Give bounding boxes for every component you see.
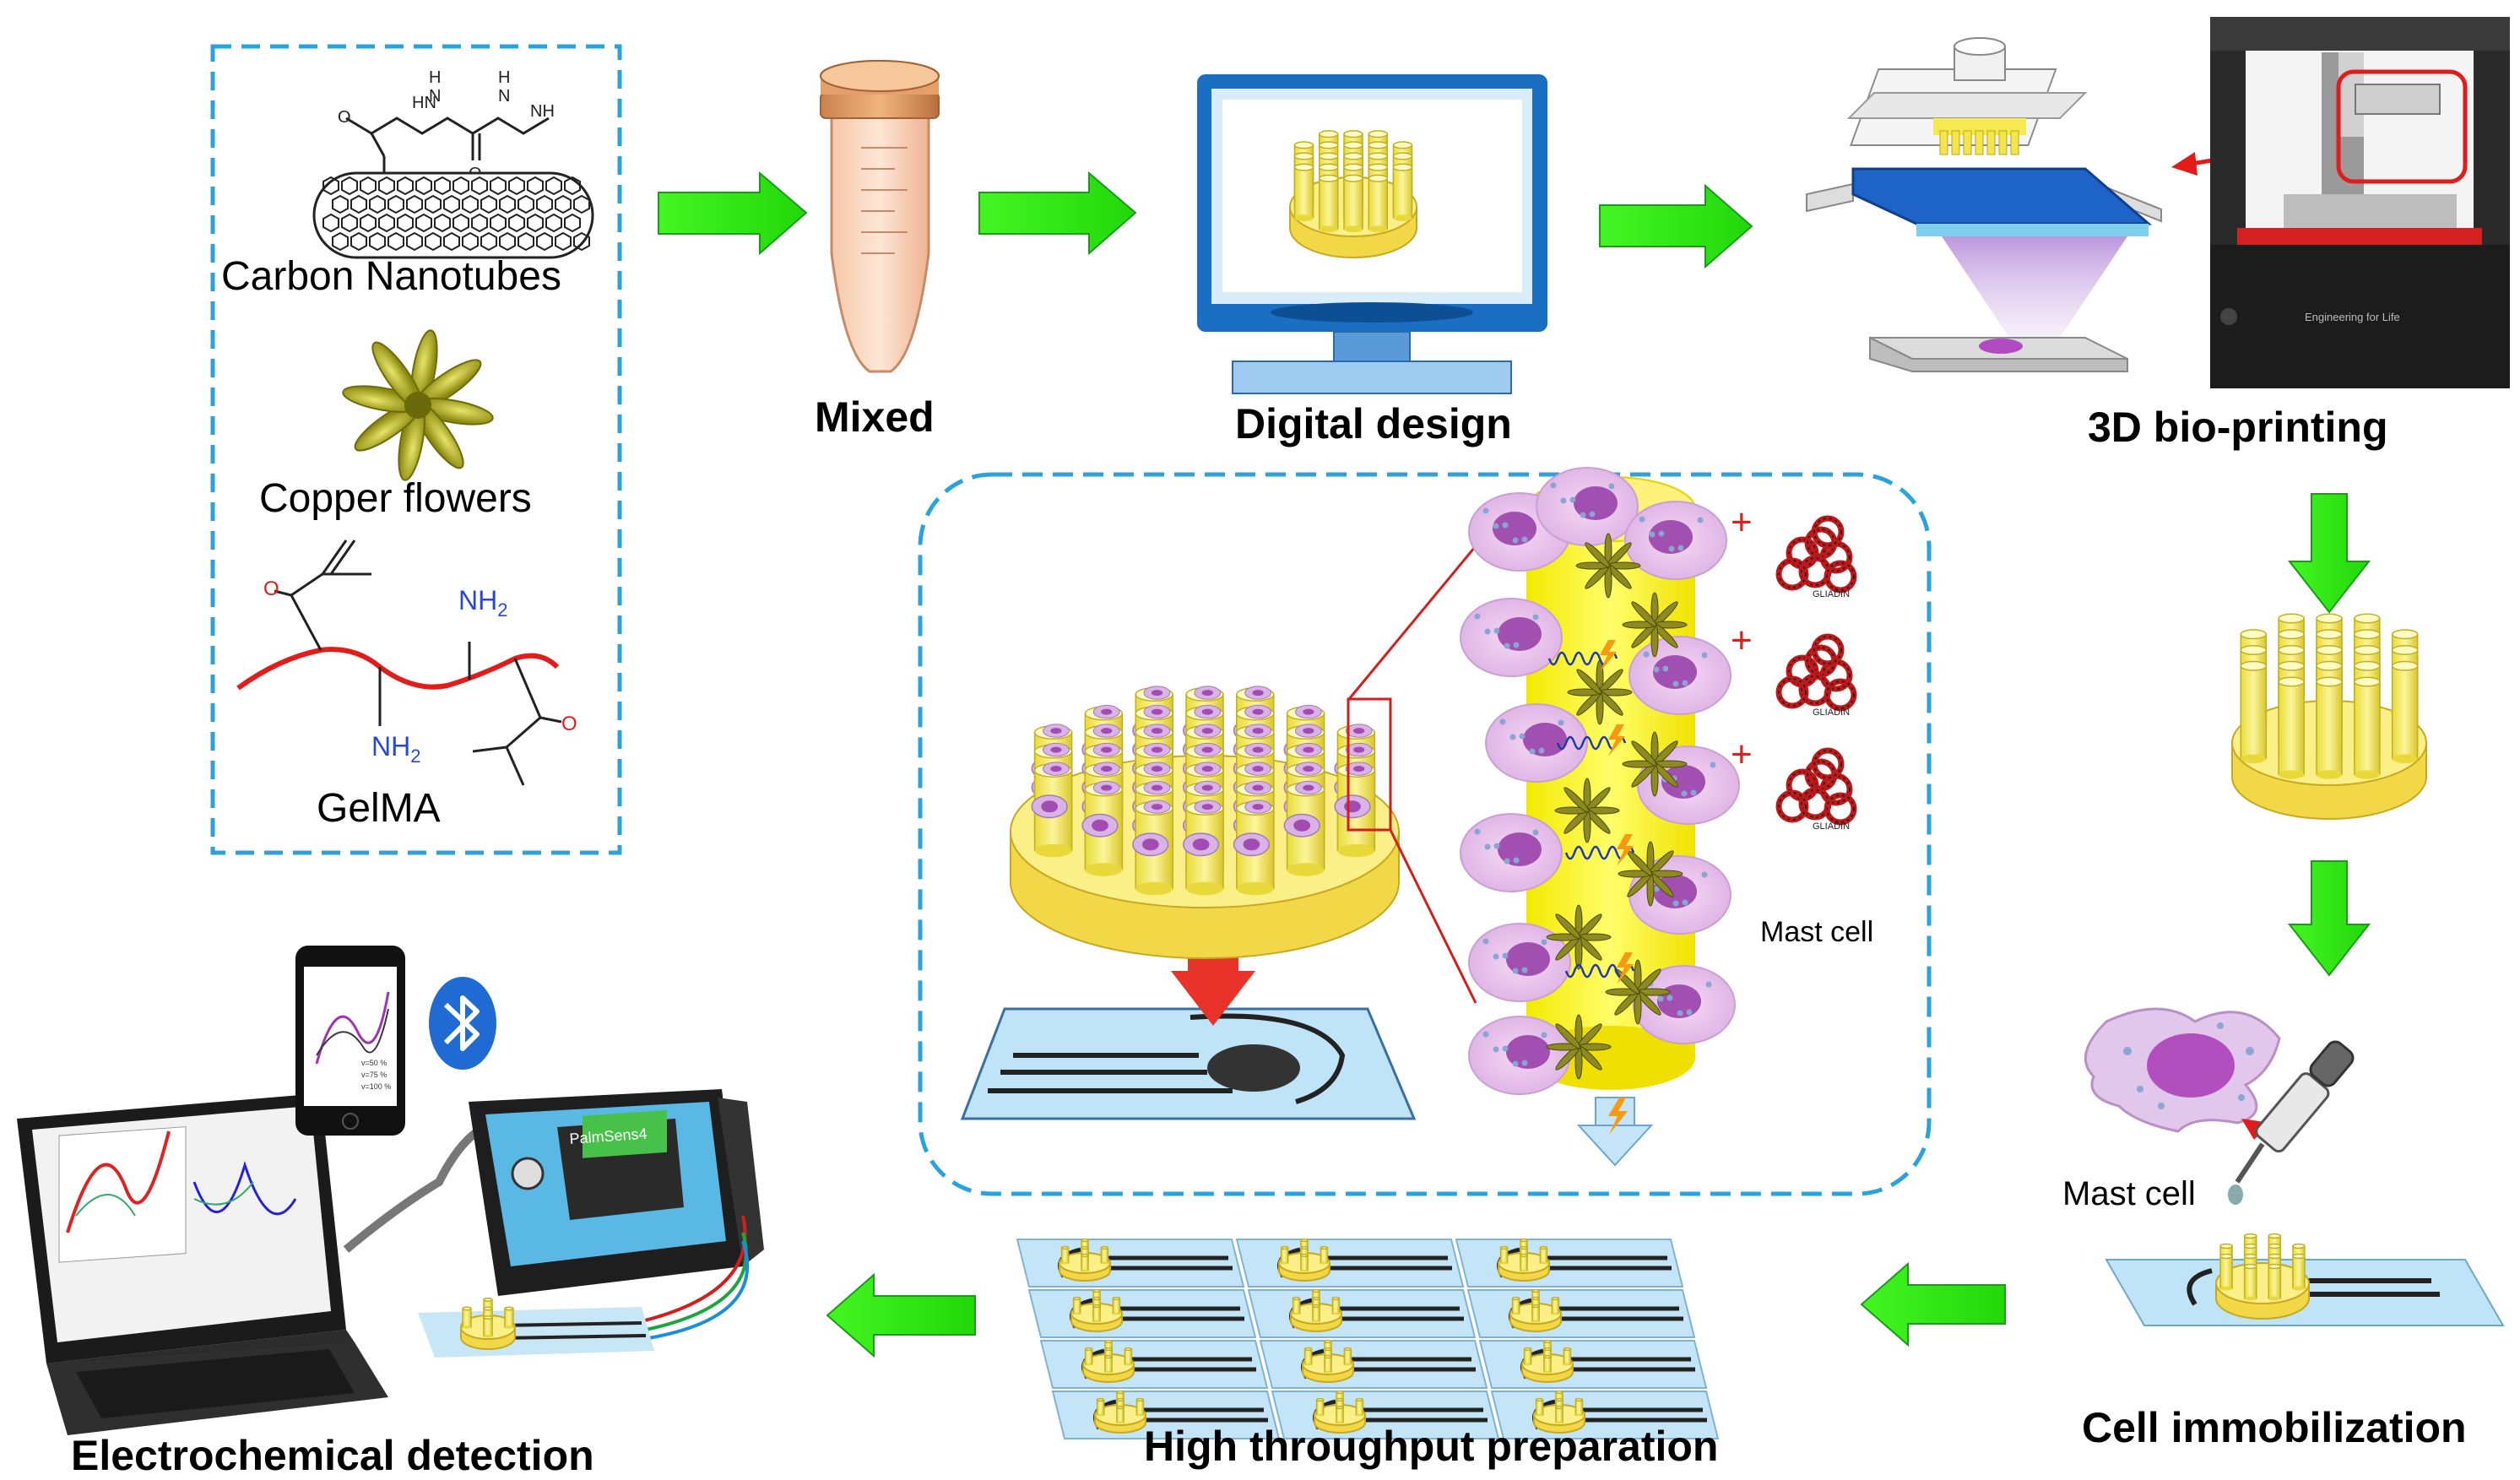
arrow-right-2: [978, 171, 1137, 256]
ingredients-box: [210, 44, 622, 855]
label-cell-immobilization: Cell immobilization: [2082, 1404, 2467, 1451]
chem-hn-1: HN: [412, 94, 436, 112]
computer-monitor-icon: [1197, 74, 1547, 394]
detail-box: [918, 472, 1932, 1196]
electrode-wires: [641, 1215, 750, 1340]
bluetooth-icon: [429, 977, 496, 1070]
chem-hn-2: H: [429, 68, 441, 87]
chem-n-2: N: [498, 87, 510, 106]
nanotube-molecule: [345, 117, 550, 177]
plus-sign-0: +: [1731, 501, 1753, 543]
detail-electrode: [960, 1007, 1417, 1120]
projection-printer-schematic: [1806, 37, 2162, 372]
label-copper-flowers: Copper flowers: [259, 476, 532, 521]
chip-2-2: [1478, 1340, 1708, 1389]
printed-scaffold-icon: [2231, 613, 2427, 820]
carbon-nanotube-icon: [312, 171, 594, 259]
plus-sign-1: +: [1731, 620, 1753, 661]
chip-0-0: [1016, 1239, 1245, 1288]
copper-flower-icon: [342, 329, 494, 481]
chip-2-1: [1259, 1340, 1488, 1389]
chip-1-2: [1466, 1289, 1696, 1338]
arrow-left-2: [826, 1272, 976, 1358]
label-carbon-nanotubes: Carbon Nanotubes: [221, 254, 561, 299]
label-electrochemical-detection: Electrochemical detection: [71, 1432, 594, 1479]
gliadin-group: + GLIADIN + GLIADIN + GLIADIN: [1731, 501, 1857, 832]
gelma-nh2-1: NH2: [458, 585, 507, 621]
gliadin-label-0: GLIADIN: [1813, 589, 1850, 599]
printer-brand: Engineering for Life: [2305, 311, 2400, 323]
electrode-chip-station: [418, 1307, 654, 1358]
scaffold-model-icon: [1289, 130, 1417, 258]
label-mixed: Mixed: [815, 393, 935, 441]
label-digital-design: Digital design: [1235, 400, 1512, 447]
chip-1-1: [1247, 1289, 1477, 1338]
gliadin-label-1: GLIADIN: [1813, 707, 1850, 718]
arrow-down-2: [2287, 860, 2371, 977]
phone-legend-2: v=75 %: [361, 1071, 387, 1079]
smartphone-icon: [295, 946, 405, 1136]
bioprinter-machine-icon: [2210, 17, 2510, 388]
arrow-right-1: [658, 171, 808, 256]
phone-legend-3: v=100 %: [361, 1082, 391, 1091]
detail-scaffold-with-cells: [1010, 686, 1400, 959]
potentiostat-icon: [469, 1089, 764, 1296]
chem-n: N: [429, 87, 441, 106]
chip-0-1: [1235, 1239, 1465, 1288]
label-gelma: GelMA: [317, 786, 441, 831]
signal-arrow: [1576, 1097, 1654, 1167]
label-3d-bioprinting: 3D bio-printing: [2088, 404, 2388, 451]
zoomed-pillar: [1460, 467, 1740, 1095]
arrow-right-3: [1599, 183, 1753, 269]
gelma-o-2: O: [561, 713, 577, 735]
label-mast-cell-immobilization: Mast cell: [2062, 1175, 2196, 1212]
zoom-box: [1347, 697, 1392, 832]
chem-h-2: H: [498, 68, 510, 87]
plus-sign-2: +: [1731, 734, 1753, 775]
gelma-nh2-2: NH2: [371, 731, 420, 767]
arrow-down-1: [2287, 493, 2371, 614]
chem-o-1: O: [338, 108, 351, 127]
chip-0-2: [1455, 1239, 1684, 1288]
gelma-molecule: [236, 539, 562, 786]
arrow-left-1: [1860, 1261, 2006, 1347]
high-throughput-chip-array: [1016, 1238, 1720, 1439]
chip-scaffold-icon: [2215, 1233, 2310, 1320]
pipette-icon: [2228, 1040, 2355, 1205]
laptop-icon: [17, 1093, 388, 1435]
phone-legend-1: v=50 %: [361, 1059, 387, 1067]
mast-cell-icon: [2084, 1007, 2281, 1133]
chip-2-0: [1039, 1340, 1269, 1389]
label-high-throughput: High throughput preparation: [1144, 1423, 1719, 1470]
label-mast-cell-detail: Mast cell: [1760, 916, 1874, 948]
chem-nh2: NH: [530, 102, 555, 121]
mixing-tube-icon: [820, 60, 940, 373]
gliadin-label-2: GLIADIN: [1813, 821, 1850, 832]
station-scaffold-icon: [460, 1298, 516, 1350]
gelma-o-1: O: [263, 577, 279, 600]
chip-1-0: [1027, 1289, 1257, 1338]
